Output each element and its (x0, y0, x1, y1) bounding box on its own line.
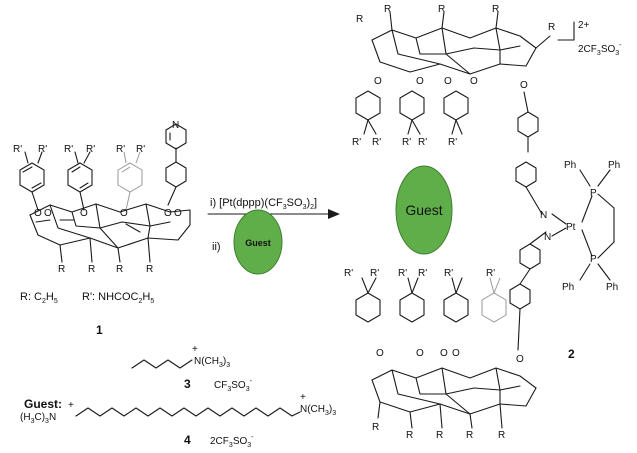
counterion-label: 2CF3SO3- (578, 42, 622, 57)
r-prime-label: R' (486, 268, 495, 279)
pyridine-n-label: N (544, 232, 551, 243)
step-2-label: ii) (212, 241, 221, 253)
guest-3-structure (131, 359, 193, 369)
r-label: R (372, 422, 379, 433)
phosphorus-label: P (590, 188, 597, 199)
r-label: R (88, 264, 95, 275)
r-label: R (438, 4, 445, 15)
r-label: R (384, 4, 391, 15)
r-prime-label: R' (136, 144, 145, 155)
r-prime-label: R' (444, 268, 453, 279)
r-prime-label: R' (418, 137, 427, 148)
svg-text:O: O (80, 208, 88, 219)
svg-text:O: O (416, 348, 424, 359)
pt-dppp-corner (551, 169, 615, 281)
compound-4-number: 4 (184, 433, 191, 447)
r-prime-label: R' (370, 268, 379, 279)
phenyl-label: Ph (562, 282, 574, 293)
r-prime-label: R' (13, 144, 22, 155)
r-prime-label: R' (418, 268, 427, 279)
phenyl-label: Ph (564, 160, 576, 171)
svg-text:O: O (164, 208, 172, 219)
r-label: R (356, 14, 363, 25)
r-prime-label: R' (344, 268, 353, 279)
r-label: R (492, 4, 499, 15)
r-label: R (58, 264, 65, 275)
phosphorus-label: P (590, 254, 597, 265)
r-prime-label: R' (352, 137, 361, 148)
r-prime-label: R' (86, 144, 95, 155)
r-prime-label: R' (116, 144, 125, 155)
svg-text:O: O (174, 208, 182, 219)
r-label: R (146, 264, 153, 275)
guest-label-large: Guest (405, 202, 442, 218)
platinum-label: Pt (566, 222, 576, 233)
r-prime-label: R' (398, 268, 407, 279)
r-prime-label: R' (448, 137, 457, 148)
r-prime-label: R' (38, 144, 47, 155)
svg-text:O: O (520, 80, 528, 91)
r-prime-label: R' (402, 137, 411, 148)
guest-4-left-amine: (H3C)3N (20, 412, 56, 425)
r-definition: R: C2H5 (20, 291, 58, 305)
pyridine-n-label: N (172, 120, 179, 131)
svg-text:O: O (470, 76, 478, 87)
guest-4-anion: 2CF3SO3- (210, 434, 254, 449)
aryl-ring (117, 162, 143, 193)
r-label: R (436, 430, 443, 441)
svg-text:O: O (376, 348, 384, 359)
guest-4-structure (75, 407, 301, 417)
plus-charge: + (300, 392, 306, 403)
guest-ellipse-large (395, 165, 453, 255)
compound-1-number: 1 (96, 323, 103, 337)
r-label: R (548, 22, 555, 33)
r-label: R (466, 430, 473, 441)
compound-1-structure: R' R' R' R' R' R' O O O O O O N R R R R (13, 120, 191, 275)
r-label: R (406, 430, 413, 441)
charge-label: 2+ (578, 20, 590, 31)
plus-charge: + (68, 400, 74, 411)
r-label: R (116, 264, 123, 275)
aryl-ring (67, 162, 93, 193)
guest-label-small: Guest (245, 238, 271, 248)
svg-text:O: O (440, 348, 448, 359)
plus-charge: + (192, 344, 198, 355)
phenyl-label: Ph (606, 282, 618, 293)
svg-text:O: O (44, 208, 52, 219)
svg-text:O: O (120, 208, 128, 219)
r-prime-label: R' (372, 137, 381, 148)
svg-text:O: O (374, 76, 382, 87)
pyridyl-phenyl-arm (165, 123, 187, 206)
svg-text:O: O (444, 76, 452, 87)
guest-3-amine: N(CH3)3 (194, 356, 230, 369)
compound-2-number: 2 (568, 347, 575, 361)
phenyl-label: Ph (608, 160, 620, 171)
guest-ellipse-small (233, 209, 283, 275)
r-label: R (498, 430, 505, 441)
guest-heading: Guest: (24, 397, 62, 411)
step-1-label: i) [Pt(dppp)(CF3SO3)2] (210, 197, 317, 211)
compound-3-number: 3 (184, 377, 191, 391)
pyridine-n-label: N (540, 210, 547, 221)
aryl-ring (19, 162, 45, 193)
resorcinarene-bowl (29, 203, 191, 263)
guest-3-anion: CF3SO3- (214, 378, 253, 393)
svg-text:O: O (452, 348, 460, 359)
r-prime-definition: R': NHCOC2H5 (82, 291, 154, 305)
guest-4-right-amine: N(CH3)3 (300, 404, 336, 417)
svg-text:O: O (34, 208, 42, 219)
capsule-2-structure: R R R R R O O O O O R' R' R' R' R' N (344, 4, 620, 441)
r-prime-label: R' (64, 144, 73, 155)
svg-text:O: O (416, 76, 424, 87)
svg-text:O: O (516, 354, 524, 365)
